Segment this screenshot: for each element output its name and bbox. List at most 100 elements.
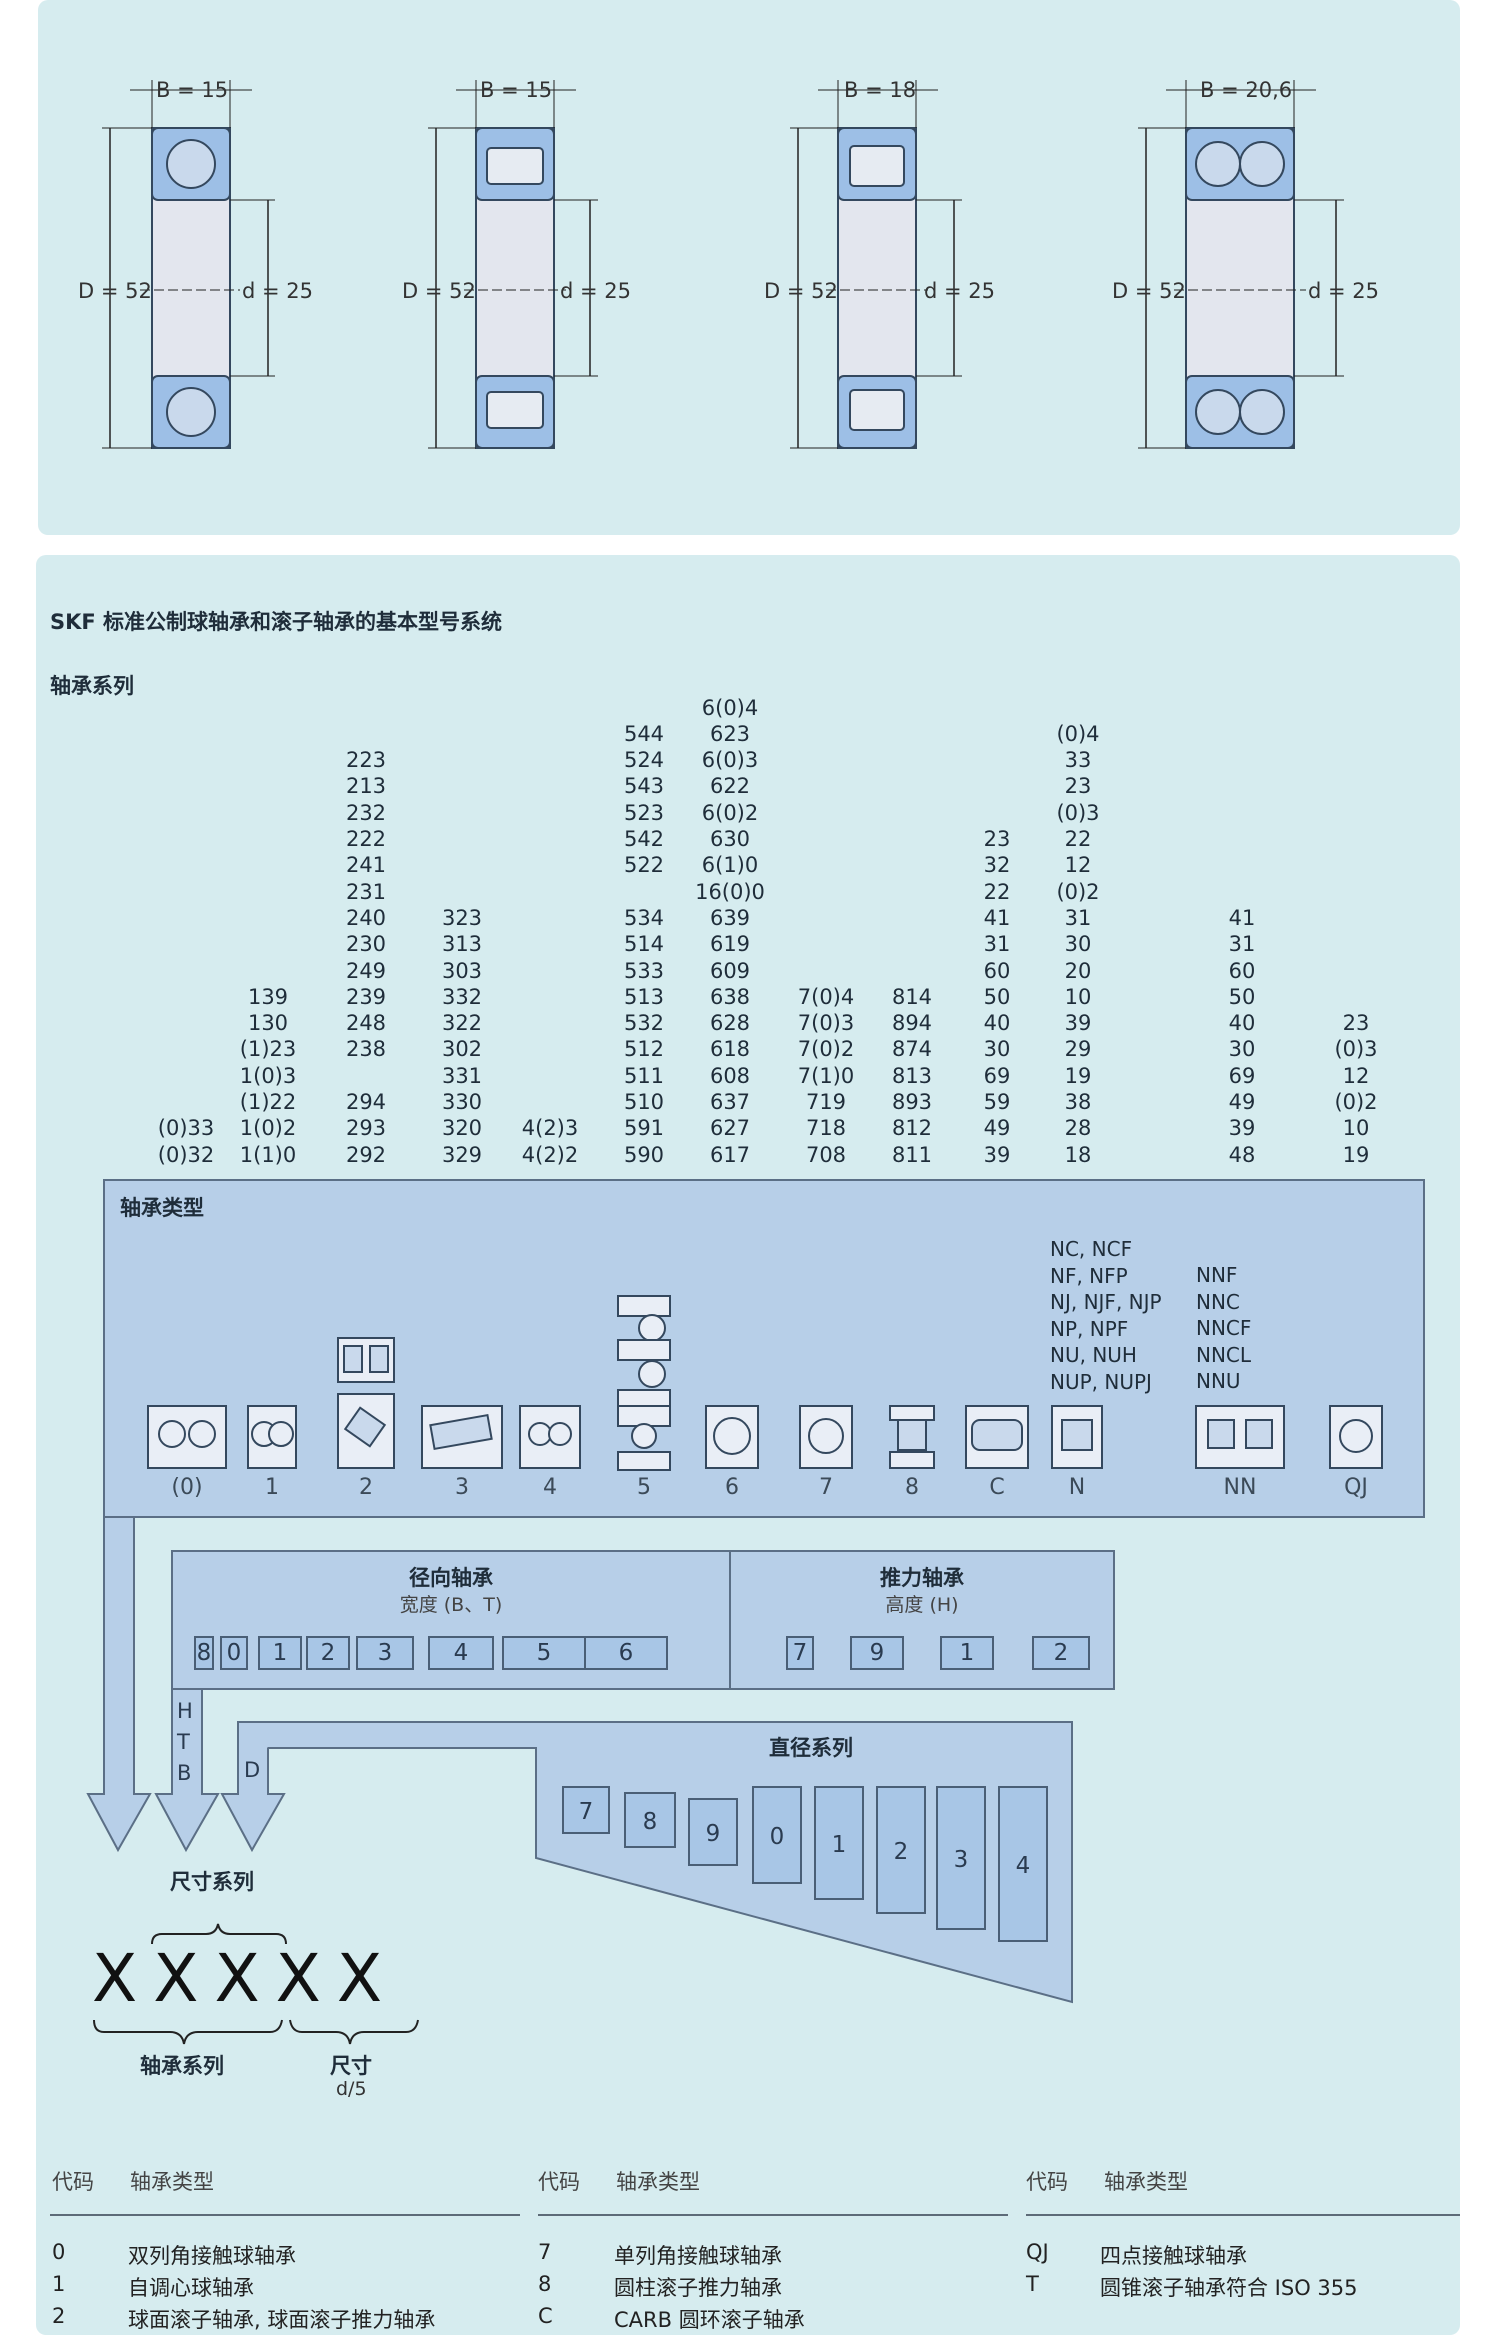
type-box-title: 轴承类型 — [120, 1196, 204, 1220]
series-code: 894 — [891, 1011, 933, 1036]
n-variant: NF, NFP — [1050, 1263, 1128, 1288]
diameter-number-box: 8 — [624, 1792, 676, 1848]
radial-number-box: 4 — [428, 1636, 494, 1670]
series-code: 6(0)2 — [701, 800, 759, 825]
legend-type-header-1: 轴承类型 — [130, 2170, 214, 2194]
radial-subtitle: 宽度 (B、T) — [399, 1594, 503, 1616]
series-code: 313 — [441, 932, 483, 957]
series-code: 622 — [709, 774, 751, 799]
series-code: 513 — [623, 984, 665, 1009]
series-code: 39 — [1228, 1116, 1256, 1141]
series-code: 708 — [805, 1142, 847, 1167]
series-code: 6(0)4 — [701, 695, 759, 720]
htb-letter: H — [177, 1699, 193, 1723]
type-label: 5 — [637, 1475, 651, 1500]
series-code: 40 — [1228, 1011, 1256, 1036]
series-code: 10 — [1064, 984, 1092, 1009]
series-code: 514 — [623, 932, 665, 957]
series-code: 30 — [1064, 932, 1092, 957]
diameter-arrow — [220, 1722, 286, 1853]
series-code: 31 — [983, 932, 1011, 957]
legend-type: 双列角接触球轴承 — [128, 2244, 296, 2268]
series-code: 49 — [1228, 1090, 1256, 1115]
series-code: 543 — [623, 774, 665, 799]
series-code: 6(1)0 — [701, 853, 759, 878]
series-code: 618 — [709, 1037, 751, 1062]
legend-type: CARB 圆环滚子轴承 — [614, 2308, 805, 2332]
series-code: 232 — [345, 800, 387, 825]
n-variant: NP, NPF — [1050, 1316, 1129, 1341]
drawing1-b-label: B = 15 — [156, 78, 229, 102]
series-column: (0)33(0)32 — [141, 1115, 231, 1168]
series-code: 638 — [709, 984, 751, 1009]
series-code: 239 — [345, 984, 387, 1009]
thrust-number-box: 2 — [1032, 1636, 1090, 1670]
diameter-number-box: 4 — [998, 1786, 1048, 1942]
series-code: 223 — [345, 748, 387, 773]
series-code: 23 — [983, 827, 1011, 852]
diameter-number-box: 9 — [688, 1798, 738, 1866]
series-code: 16(0)0 — [695, 879, 765, 904]
drawing3-b-label: B = 18 — [844, 78, 917, 102]
series-code: 524 — [623, 748, 665, 773]
n-variant: NJ, NJF, NJP — [1050, 1290, 1162, 1314]
series-code: 512 — [623, 1037, 665, 1062]
size-sub-label: d/5 — [336, 2078, 367, 2100]
series-code: 60 — [983, 958, 1011, 983]
type-label: QJ — [1344, 1475, 1368, 1500]
series-code: 619 — [709, 932, 751, 957]
series-code: 609 — [709, 958, 751, 983]
thrust-title: 推力轴承 — [880, 1566, 964, 1590]
series-code: 59 — [983, 1090, 1011, 1115]
series-code: 617 — [709, 1142, 751, 1167]
bearing-drawing-3 — [790, 80, 962, 449]
series-code: 811 — [891, 1142, 933, 1167]
radial-number-box: 0 — [220, 1636, 248, 1670]
series-code: 30 — [983, 1037, 1011, 1062]
series-code: 238 — [345, 1037, 387, 1062]
drawing2-outer-d-label: D = 52 — [402, 279, 476, 303]
legend-code: 2 — [52, 2304, 66, 2328]
drawing3-inner-d-label: d = 25 — [924, 279, 995, 303]
radial-number-box: 1 — [258, 1636, 302, 1670]
series-code: 48 — [1228, 1142, 1256, 1167]
series-code: 292 — [345, 1142, 387, 1167]
series-title: 轴承系列 — [50, 674, 134, 698]
series-code: 20 — [1064, 958, 1092, 983]
width-arrow — [154, 1688, 220, 1853]
series-code: 231 — [345, 879, 387, 904]
series-code: 4(2)2 — [521, 1142, 579, 1167]
series-code: 293 — [345, 1116, 387, 1141]
series-code: 7(0)2 — [797, 1037, 855, 1062]
type-label: 1 — [265, 1475, 279, 1500]
nn-variant: NNF — [1196, 1263, 1238, 1287]
series-code: 302 — [441, 1037, 483, 1062]
thrust-number-box: 9 — [850, 1636, 904, 1670]
legend-type: 球面滚子轴承, 球面滚子推力轴承 — [128, 2308, 436, 2332]
series-code: 303 — [441, 958, 483, 983]
series-code: 623 — [709, 721, 751, 746]
series-code: 639 — [709, 905, 751, 930]
series-code: 323 — [441, 906, 483, 930]
nn-variant: NNU — [1196, 1369, 1241, 1393]
series-code: 241 — [345, 853, 387, 878]
x-char: X — [275, 1940, 337, 2017]
legend-type: 圆柱滚子推力轴承 — [614, 2276, 782, 2300]
htb-letters: H T B — [177, 1696, 193, 1789]
diameter-number-box: 0 — [752, 1786, 802, 1884]
x-char: X — [92, 1940, 154, 2017]
n-variant: NU, NUH — [1050, 1343, 1137, 1367]
thrust-number-box: 7 — [786, 1636, 814, 1670]
type-label: 4 — [543, 1475, 557, 1500]
series-code: 542 — [623, 827, 665, 852]
nn-variant: NNCL — [1196, 1342, 1252, 1367]
legend-type: 圆锥滚子轴承符合 ISO 355 — [1100, 2276, 1358, 2300]
series-code: 591 — [623, 1116, 665, 1141]
series-code: 19 — [1064, 1063, 1092, 1088]
legend-type-header-2: 轴承类型 — [616, 2170, 700, 2194]
series-code: 41 — [1228, 906, 1256, 930]
